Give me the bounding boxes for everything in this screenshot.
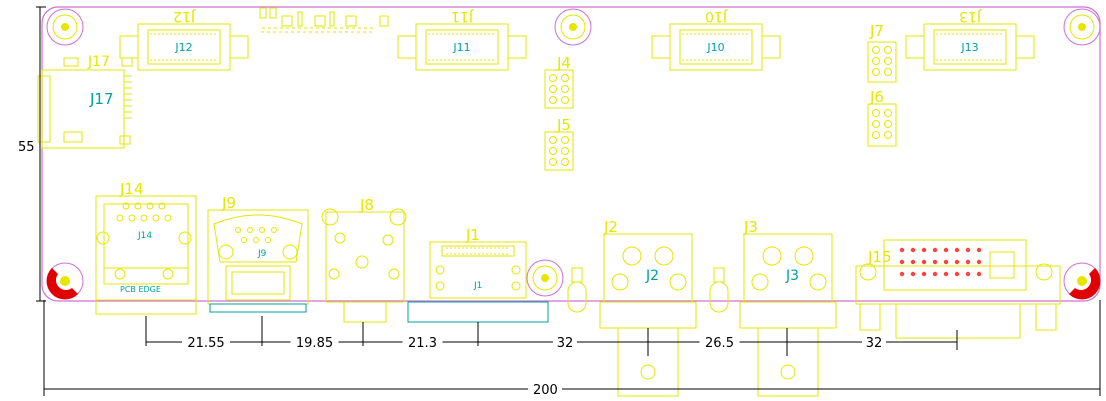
board-outline [41, 6, 1101, 302]
small-components-top [259, 7, 389, 33]
j12-label: J12 [174, 41, 192, 54]
j15-pin [910, 271, 916, 277]
spacing-label-bg [699, 333, 740, 351]
j15-pin [943, 271, 949, 277]
connector-j14 [95, 195, 197, 315]
header-j6 [867, 103, 897, 147]
spacing-dimension-label: 21.3 [408, 336, 437, 351]
j15-pin [921, 247, 927, 253]
connector-j15 [855, 239, 1061, 339]
j15-pin [965, 247, 971, 253]
j15-pin [965, 271, 971, 277]
connector-j17 [37, 57, 133, 149]
connector-j12: J12 J12 [119, 8, 249, 71]
j15-pin-grid [899, 247, 982, 277]
mount-hole-bottom-left [46, 262, 84, 300]
spacing-dimension-label: 19.85 [296, 336, 333, 351]
j15-pin [932, 247, 938, 253]
mount-hole-top-right [1063, 8, 1101, 46]
header-j5 [544, 131, 574, 171]
j17-small-label: J17 [87, 54, 110, 70]
j15-pin [954, 259, 960, 265]
spacing-label-bg [862, 333, 886, 351]
j9-small-label: J9 [257, 249, 267, 259]
j8-label: J8 [359, 196, 374, 214]
mount-hole-bottom-right [1063, 262, 1101, 300]
j13-label: J13 [960, 41, 978, 54]
spacing-label-bg [290, 333, 339, 351]
spacing-dimension-label: 32 [866, 336, 883, 351]
j2-label: J2 [603, 218, 618, 236]
led-left [567, 267, 587, 313]
j15-label: J15 [867, 248, 892, 266]
spacing-dimension-label: 32 [557, 336, 574, 351]
j15-pin [965, 259, 971, 265]
connector-j11: J11 J11 [397, 8, 527, 71]
j10-label: J10 [706, 41, 724, 54]
spacing-label-bg [182, 333, 230, 351]
j11-label: J11 [452, 41, 470, 54]
j1-label: J1 [465, 226, 480, 244]
connector-j3 [739, 233, 837, 397]
dimension-spacings [145, 316, 958, 356]
j15-pin [899, 247, 905, 253]
j15-pin [976, 247, 982, 253]
j3-label: J3 [743, 218, 758, 236]
j14-label: J14 [119, 180, 144, 198]
j14-small-label: J14 [137, 231, 152, 241]
pcb-edge-label: PCB EDGE [120, 285, 161, 294]
connector-j8 [321, 208, 407, 323]
dimension-height [36, 6, 46, 302]
spacing-dimension-label: 21.55 [187, 336, 224, 351]
j15-pin [954, 271, 960, 277]
j7-label: J7 [869, 22, 884, 40]
connector-j9 [207, 209, 309, 313]
j2-small-label: J2 [645, 268, 659, 284]
j11-mirror-label: J11 [451, 8, 474, 24]
j15-pin [976, 271, 982, 277]
width-dimension-label: 200 [533, 383, 558, 398]
connector-j10: J10 J10 [651, 8, 781, 71]
height-dimension-label: 55 [18, 140, 35, 155]
j15-pin [910, 259, 916, 265]
j6-label: J6 [869, 88, 884, 106]
dimension-width [43, 300, 1101, 396]
j15-pin [921, 271, 927, 277]
mount-hole-top-mid [554, 8, 592, 46]
j4-label: J4 [556, 54, 571, 72]
led-right [709, 267, 729, 313]
spacing-label-bg [402, 333, 443, 351]
j3-small-label: J3 [785, 268, 799, 284]
j10-mirror-label: J10 [705, 8, 728, 24]
connector-j1 [407, 241, 549, 323]
j15-pin [943, 259, 949, 265]
j12-mirror-label: J12 [173, 8, 196, 24]
j5-label: J5 [556, 116, 571, 134]
j15-pin [932, 259, 938, 265]
connector-j2 [599, 233, 697, 397]
j15-pin [899, 271, 905, 277]
width-label-bg [528, 380, 562, 398]
header-j7 [867, 41, 897, 83]
j15-pin [921, 259, 927, 265]
j15-pin [910, 247, 916, 253]
height-label-bg [14, 136, 36, 156]
j17-label: J17 [89, 90, 114, 108]
spacing-dimension-label: 26.5 [705, 336, 734, 351]
spacing-label-bg [553, 333, 577, 351]
j1-small-label: J1 [473, 281, 482, 291]
j15-pin [899, 259, 905, 265]
j9-label: J9 [221, 194, 236, 212]
j15-pin [943, 247, 949, 253]
j15-pin [954, 247, 960, 253]
j13-mirror-label: J13 [959, 8, 982, 24]
mount-hole-top-left [46, 8, 84, 46]
j15-pin [932, 271, 938, 277]
j15-pin [976, 259, 982, 265]
header-j4 [544, 69, 574, 109]
connector-j13: J13 J13 [905, 8, 1035, 71]
mount-hole-bottom-mid [526, 259, 564, 297]
